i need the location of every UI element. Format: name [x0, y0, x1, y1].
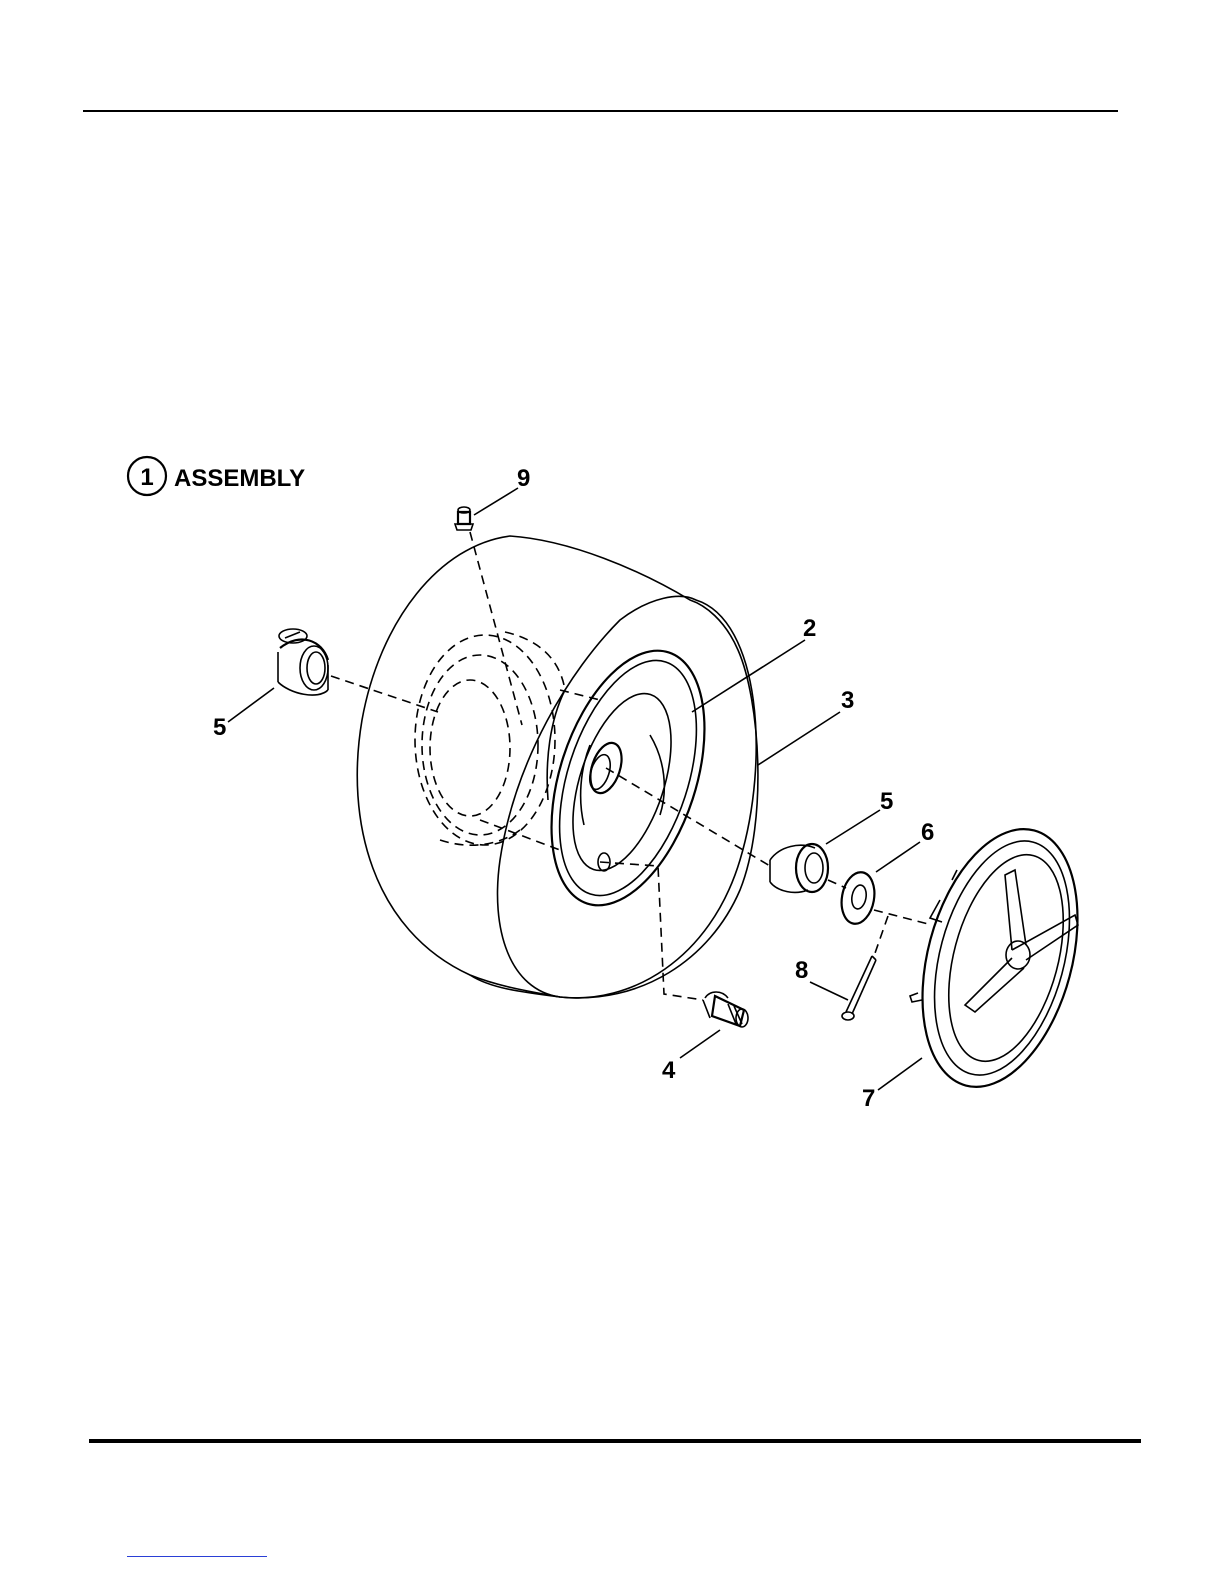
callout-8: 8 — [795, 957, 808, 984]
callout-5-left: 5 — [213, 714, 226, 741]
bushing-left — [278, 629, 328, 695]
grease-fitting — [455, 507, 473, 530]
tire — [357, 536, 758, 998]
callout-6: 6 — [921, 819, 934, 846]
wheel-rim — [523, 631, 734, 924]
title-number: 1 — [140, 464, 153, 491]
valve-stem — [703, 992, 748, 1027]
callout-9: 9 — [517, 465, 530, 492]
cotter-pin — [842, 956, 876, 1020]
leader-lines — [228, 488, 922, 1090]
bottom-rule — [89, 1439, 1141, 1443]
callout-5-right: 5 — [880, 788, 893, 815]
callout-4: 4 — [662, 1057, 676, 1084]
bushing-right — [770, 844, 828, 892]
hub-cap — [896, 812, 1103, 1104]
callout-7: 7 — [862, 1085, 875, 1112]
callout-3: 3 — [841, 687, 854, 714]
callouts: 9 2 3 5 5 6 8 4 7 — [213, 465, 934, 1112]
callout-2: 2 — [803, 615, 816, 642]
footer-link-underline[interactable] — [127, 1556, 267, 1557]
assembly-lines — [331, 532, 932, 1000]
washer — [838, 870, 879, 927]
rear-hub-hidden — [415, 632, 565, 845]
assembly-title: 1 ASSEMBLY — [128, 457, 305, 495]
title-label: ASSEMBLY — [174, 465, 305, 492]
